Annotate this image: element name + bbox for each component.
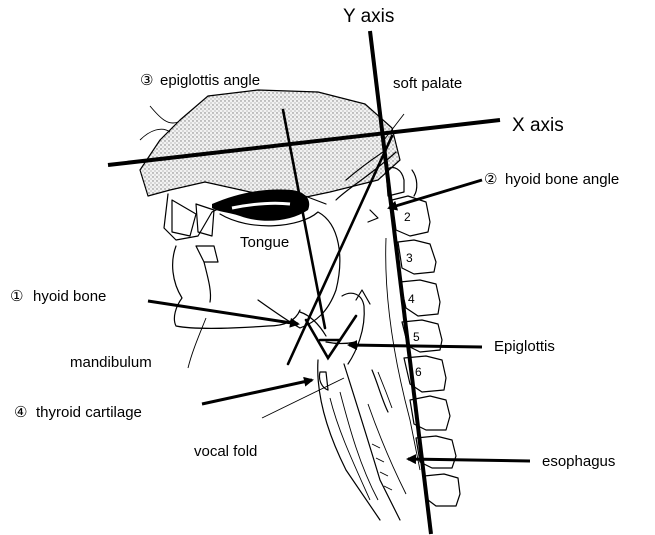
vertebra-c3: [398, 240, 436, 274]
esophagus-label: esophagus: [542, 453, 615, 470]
thyroid-triangle: [306, 316, 356, 358]
epiglottis-shape: [342, 293, 364, 364]
hyoid-bone-label: hyoid bone: [33, 288, 106, 305]
epiglottis-label: Epiglottis: [494, 338, 555, 355]
tongue-label: Tongue: [240, 234, 289, 251]
hyoid-bone-number: ①: [10, 288, 23, 305]
vertebra-label-3: 3: [406, 251, 413, 265]
x-axis-label: X axis: [512, 115, 564, 136]
epiglottis-arrow: [349, 345, 482, 347]
esophagus-arrow: [408, 459, 530, 461]
mandibulum-label: mandibulum: [70, 354, 152, 371]
hyoid-bone-angle-arrow: [389, 180, 482, 208]
thyroid-cartilage-label: thyroid cartilage: [36, 404, 142, 421]
vertebra-label-2: 2: [404, 210, 411, 224]
thyroid-cartilage-arrow: [202, 380, 312, 404]
epiglottis-angle-label: epiglottis angle: [160, 72, 260, 89]
thyroid-cartilage-number: ④: [14, 404, 27, 421]
vertebra-c4: [400, 280, 440, 316]
soft-palate-label: soft palate: [393, 75, 462, 92]
vertebra-label-5: 5: [413, 330, 420, 344]
y-axis-label: Y axis: [343, 6, 394, 27]
epiglottis-angle-number: ③: [140, 72, 153, 89]
vertebra-label-6: 6: [415, 365, 422, 379]
vocal-fold-label: vocal fold: [194, 443, 257, 460]
vertebra-label-4: 4: [408, 292, 415, 306]
hyoid-bone-angle-label: hyoid bone angle: [505, 171, 619, 188]
hyoid-bone-angle-number: ②: [484, 171, 497, 188]
